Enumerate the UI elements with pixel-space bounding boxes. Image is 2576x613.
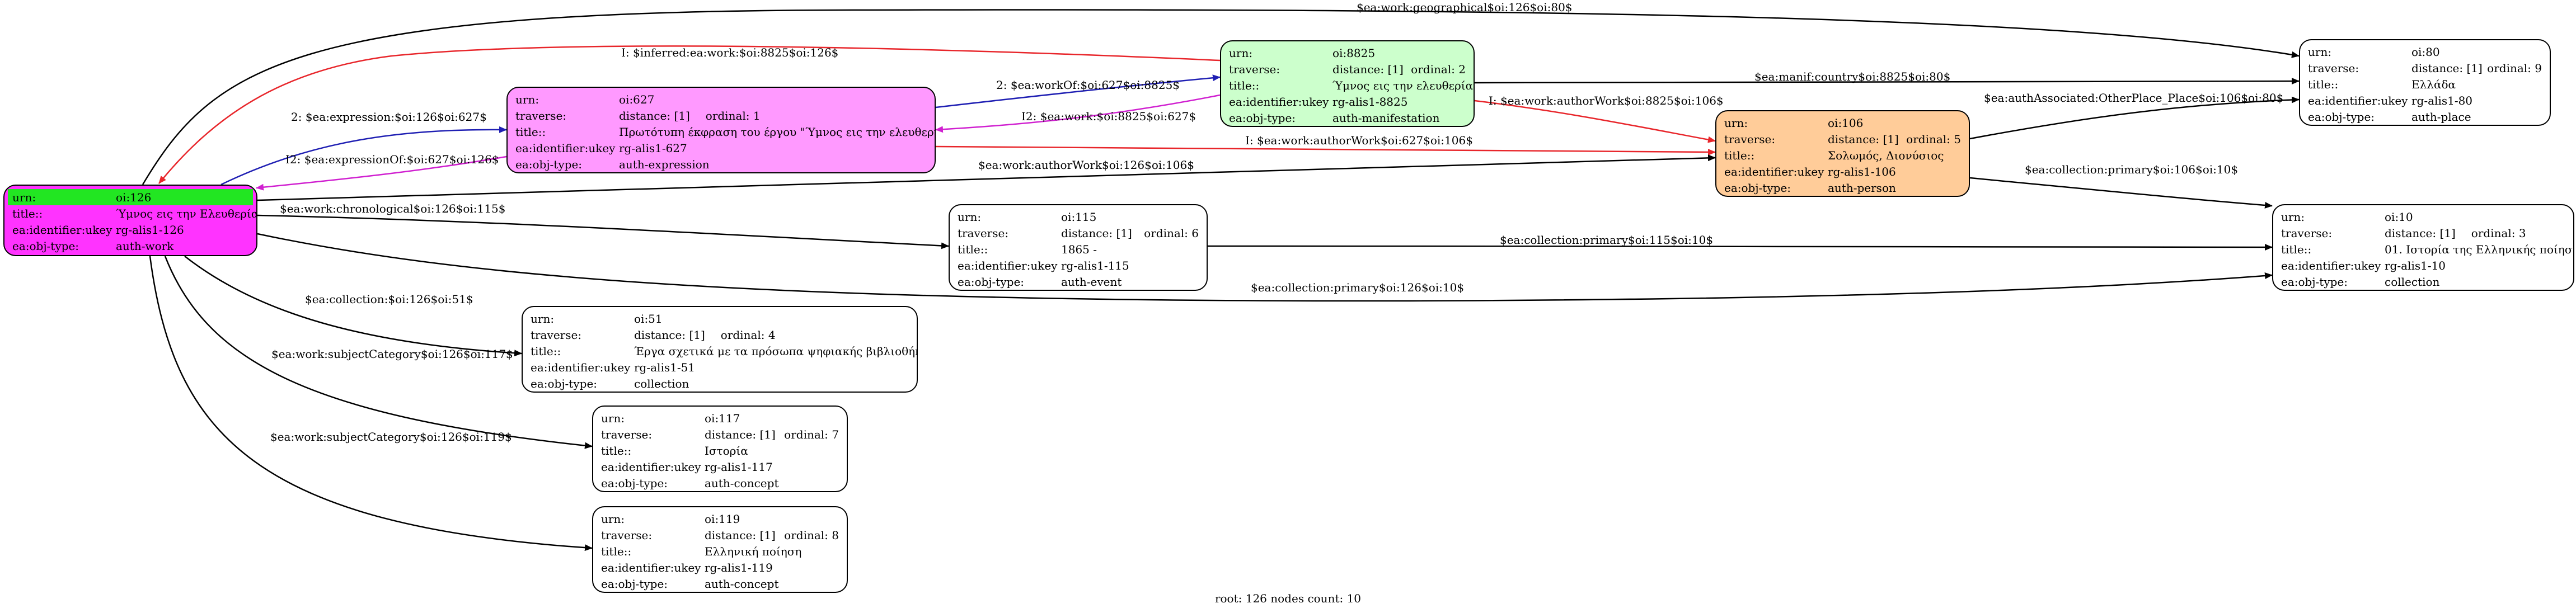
- node-row-traverse: traverse:distance: [1]ordinal: 3: [2281, 226, 2526, 240]
- edge-subjectCategory-126-119: [149, 256, 593, 551]
- edge-authorWork-8825-106: [1474, 100, 1716, 143]
- edge-collection-primary-115-10: [1207, 243, 2273, 251]
- node-row-obj-type: ea:obj-type:auth-person: [1724, 181, 1896, 195]
- node-row-obj-type: ea:obj-type:auth-concept: [601, 577, 779, 591]
- edge-label: $ea:collection:primary$oi:126$oi:10$: [1251, 281, 1464, 294]
- node-row-title: title::Ελληνική ποίηση: [601, 544, 802, 558]
- edge-inferred-8825-126: [158, 45, 1221, 184]
- edge-label: $ea:manif:country$oi:8825$oi:80$: [1754, 70, 1950, 83]
- node-row-urn: urn:oi:627: [515, 92, 655, 106]
- node-row-obj-type: ea:obj-type:auth-event: [958, 275, 1122, 289]
- edge-label: $ea:collection:primary$oi:106$oi:10$: [2025, 163, 2238, 176]
- node-row-traverse: traverse:distance: [1]ordinal: 1: [515, 109, 761, 122]
- node-row-title: title::Πρωτότυπη έκφραση του έργου "Ύμνο…: [515, 125, 936, 139]
- edge-label: $ea:work:subjectCategory$oi:126$oi:117$: [271, 347, 513, 361]
- edge-authorWork-627-106: [935, 145, 1716, 155]
- node-row-title: title::Ύμνος εις την ελευθερίαν: [1229, 78, 1475, 92]
- node-oi-126[interactable]: urn:oi:126 title::Ύμνος εις την Ελευθερί…: [3, 185, 257, 256]
- edge-label: $ea:work:subjectCategory$oi:126$oi:119$: [270, 430, 512, 444]
- edge-chronological-126-115: [257, 214, 949, 249]
- edge-workOf-627-8825: [935, 74, 1221, 109]
- node-row-urn: urn:oi:115: [958, 210, 1097, 224]
- node-row-title: title::Έργα σχετικά με τα πρόσωπα ψηφιακ…: [531, 344, 918, 358]
- edge-collection-primary-126-10: [257, 233, 2273, 302]
- node-row-obj-type: ea:obj-type:auth-concept: [601, 476, 779, 490]
- node-row-title: title::01. Ιστορία της Ελληνικής ποίησης: [2281, 242, 2574, 256]
- node-row-urn: urn:oi:8825: [1229, 46, 1376, 60]
- node-row-traverse: traverse:distance: [1]ordinal: 5: [1724, 132, 1961, 146]
- edge-label: 2: $ea:expression:$oi:126$oi:627$: [291, 110, 487, 124]
- edge-label: I2: $ea:work:$oi:8825$oi:627$: [1021, 110, 1196, 123]
- edge-label: $ea:work:authorWork$oi:126$oi:106$: [978, 158, 1194, 172]
- node-row-urn: urn:oi:117: [601, 411, 740, 425]
- node-oi-8825[interactable]: urn:oi:8825 traverse:distance: [1]ordina…: [1220, 40, 1475, 127]
- node-row-traverse: traverse:distance: [1]ordinal: 6: [958, 226, 1199, 240]
- node-row-traverse: traverse:distance: [1]ordinal: 4: [531, 328, 776, 342]
- node-row-urn: urn:oi:10: [2281, 210, 2413, 224]
- node-oi-627[interactable]: urn:oi:627 traverse:distance: [1]ordinal…: [506, 87, 936, 173]
- node-row-title: title::Ελλάδα: [2308, 77, 2456, 91]
- node-oi-117[interactable]: urn:oi:117 traverse:distance: [1]ordinal…: [592, 405, 848, 492]
- node-row-traverse: traverse:distance: [1]ordinal: 8: [601, 528, 839, 542]
- graph-footer: root: 126 nodes count: 10: [1214, 592, 1362, 605]
- node-oi-119[interactable]: urn:oi:119 traverse:distance: [1]ordinal…: [592, 506, 848, 593]
- edge-label: I: $ea:work:authorWork$oi:627$oi:106$: [1245, 134, 1473, 147]
- node-row-obj-type: ea:obj-type:collection: [2281, 275, 2440, 289]
- node-row-urn: urn:oi:80: [2308, 45, 2440, 59]
- node-oi-10[interactable]: urn:oi:10 traverse:distance: [1]ordinal:…: [2272, 204, 2574, 291]
- node-row-traverse: traverse:distance: [1]ordinal: 2: [1229, 62, 1466, 76]
- node-row-urn: urn:oi:126: [8, 189, 253, 205]
- node-oi-80[interactable]: urn:oi:80 traverse:distance: [1]ordinal:…: [2299, 39, 2551, 126]
- edge-label: $ea:work:chronological$oi:126$oi:115$: [280, 202, 505, 215]
- node-row-obj-type: ea:obj-type:auth-manifestation: [1229, 111, 1440, 125]
- edge-label: I: $ea:work:authorWork$oi:8825$oi:106$: [1489, 94, 1724, 107]
- edge-label: $ea:collection:primary$oi:115$oi:10$: [1500, 233, 1713, 247]
- edge-label: 2: $ea:workOf:$oi:627$oi:8825$: [996, 78, 1180, 92]
- node-row-obj-type: ea:obj-type:auth-place: [2308, 110, 2471, 124]
- edge-label: $ea:collection:$oi:126$oi:51$: [305, 293, 473, 306]
- node-row-title: title::1865 -: [958, 242, 1097, 256]
- node-oi-51[interactable]: urn:oi:51 traverse:distance: [1]ordinal:…: [522, 306, 918, 393]
- node-row-urn: urn:oi:51: [531, 312, 663, 326]
- edge-manif-country-8825-80: [1474, 78, 2300, 85]
- edge-label: $ea:authAssociated:OtherPlace_Place$oi:1…: [1984, 91, 2283, 105]
- edge-label: $ea:work:geographical$oi:126$oi:80$: [1357, 1, 1573, 14]
- edge-collection-126-51: [184, 256, 522, 357]
- node-row-traverse: traverse:distance: [1]ordinal: 9: [2308, 61, 2542, 75]
- node-row-title: title::Σολωμός, Διονύσιος: [1724, 148, 1944, 162]
- node-row-obj-type: ea:obj-type:auth-expression: [515, 157, 710, 171]
- edge-expression-126-627: [220, 126, 507, 186]
- node-row-obj-type: ea:obj-type:auth-work: [12, 239, 174, 253]
- edge-subjectCategory-126-117: [164, 256, 593, 449]
- node-row-urn: urn:oi:106: [1724, 116, 1864, 130]
- node-oi-106[interactable]: urn:oi:106 traverse:distance: [1]ordinal…: [1715, 110, 1970, 197]
- edge-label: I: $inferred:ea:work:$oi:8825$oi:126$: [621, 46, 838, 59]
- edge-expressionOf-627-126: [256, 155, 507, 191]
- node-row-urn: urn:oi:119: [601, 512, 740, 526]
- node-row-obj-type: ea:obj-type:collection: [531, 376, 689, 390]
- edge-work-8825-627: [935, 94, 1221, 133]
- node-row-title: title::Ιστορία: [601, 444, 748, 458]
- node-oi-115[interactable]: urn:oi:115 traverse:distance: [1]ordinal…: [949, 204, 1208, 291]
- edge-label: I2: $ea:expressionOf:$oi:627$oi:126$: [285, 153, 499, 166]
- node-row-title: title::Ύμνος εις την Ελευθερίαν: [12, 206, 257, 220]
- node-row-traverse: traverse:distance: [1]ordinal: 7: [601, 427, 839, 441]
- edge-collection-primary-106-10: [1969, 177, 2273, 209]
- edge-authAssociated-106-80: [1969, 96, 2300, 140]
- edge-geographical-126-80: [142, 9, 2300, 185]
